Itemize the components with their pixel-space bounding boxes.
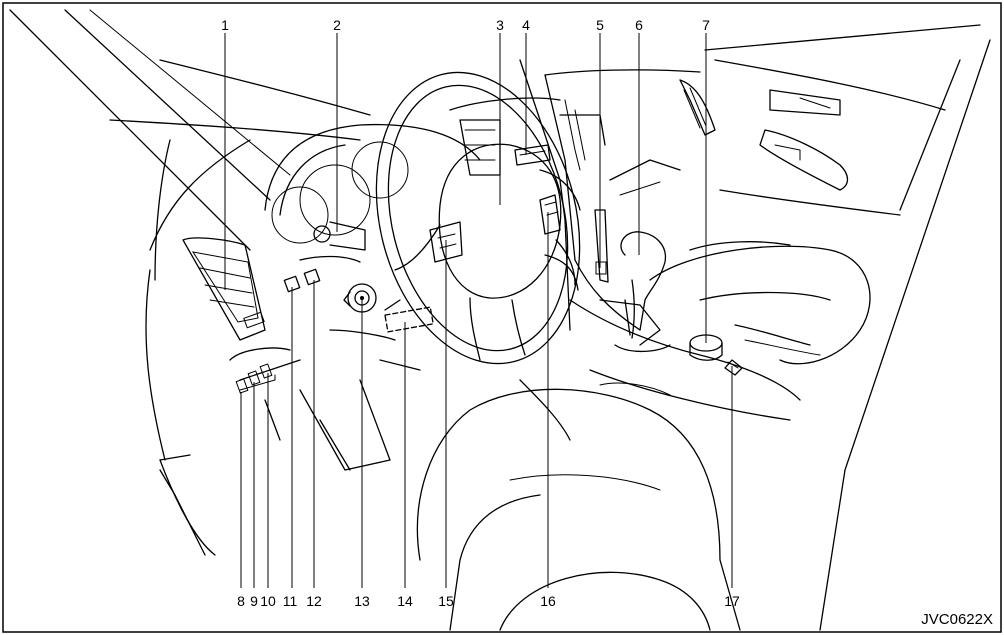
callout-9: 9 <box>250 593 258 609</box>
callout-2: 2 <box>333 17 341 33</box>
callout-3: 3 <box>496 17 504 33</box>
callout-16: 16 <box>540 593 556 609</box>
callout-15: 15 <box>438 593 454 609</box>
callout-17: 17 <box>724 593 740 609</box>
callout-1: 1 <box>221 17 229 33</box>
callout-8: 8 <box>237 593 245 609</box>
callout-4: 4 <box>522 17 530 33</box>
figure-code: JVC0622X <box>921 611 993 628</box>
leader-lines <box>224 33 733 588</box>
callout-13: 13 <box>354 593 370 609</box>
callout-12: 12 <box>306 593 322 609</box>
cockpit-illustration <box>9 9 991 631</box>
callout-5: 5 <box>596 17 604 33</box>
callout-7: 7 <box>702 17 710 33</box>
callout-10: 10 <box>260 593 276 609</box>
callout-labels: 1 2 3 4 5 6 7 8 9 10 11 12 13 14 15 16 1… <box>221 17 740 609</box>
callout-14: 14 <box>397 593 413 609</box>
callout-6: 6 <box>635 17 643 33</box>
callout-11: 11 <box>283 593 298 609</box>
